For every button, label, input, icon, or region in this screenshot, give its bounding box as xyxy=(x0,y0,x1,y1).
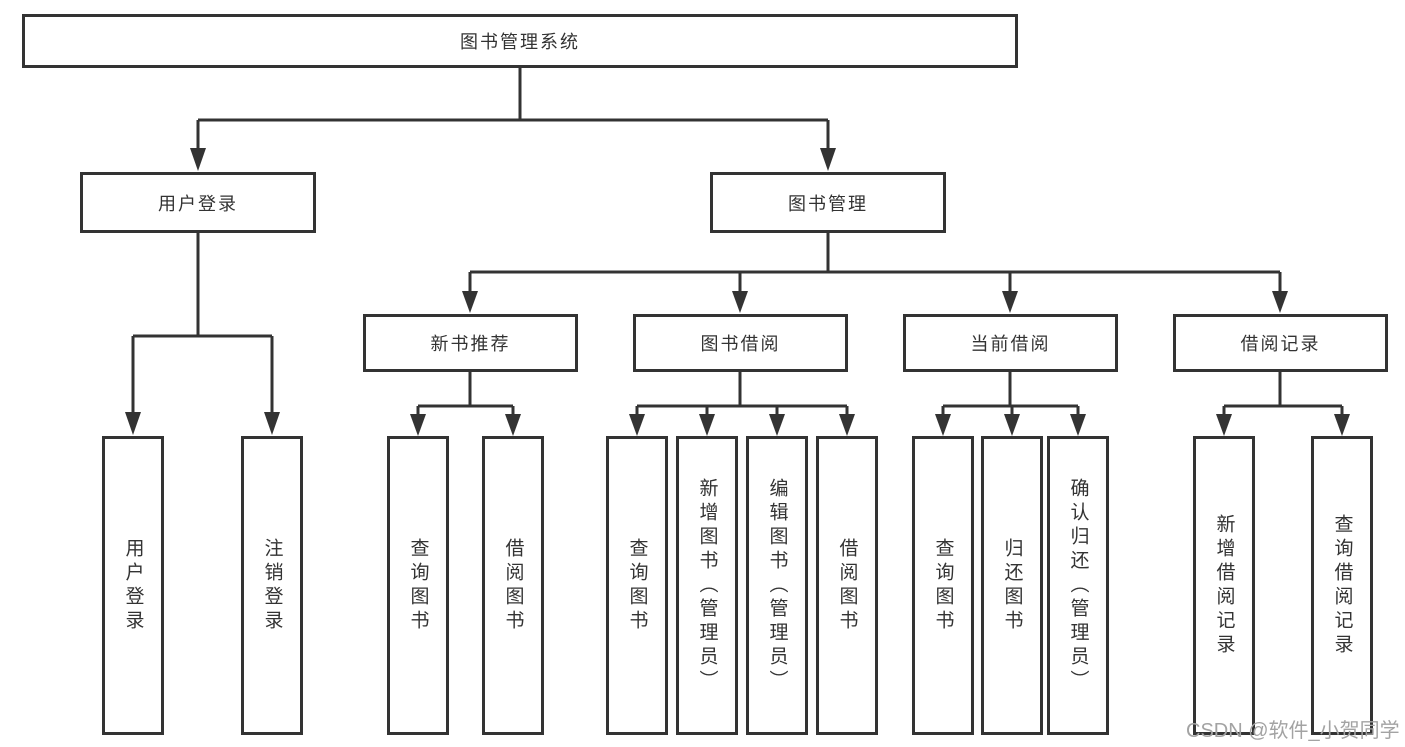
leaf-user-login-label: 用户登录 xyxy=(122,537,144,634)
node-new-book-recommend-label: 新书推荐 xyxy=(430,334,511,354)
leaf-add-borrow-record-label: 新增借阅记录 xyxy=(1213,513,1235,658)
leaf-logout: 注销登录 xyxy=(241,436,303,735)
leaf-borrow-books-recommend-label: 借阅图书 xyxy=(502,537,524,634)
node-root: 图书管理系统 xyxy=(22,14,1018,68)
leaf-edit-books-admin: 编辑图书（管理员） xyxy=(746,436,808,735)
node-current-borrow-label: 当前借阅 xyxy=(970,334,1051,354)
node-current-borrow: 当前借阅 xyxy=(903,314,1118,372)
node-root-label: 图书管理系统 xyxy=(460,32,580,52)
leaf-add-books-admin: 新增图书（管理员） xyxy=(676,436,738,735)
node-book-borrow: 图书借阅 xyxy=(633,314,848,372)
node-new-book-recommend: 新书推荐 xyxy=(363,314,578,372)
leaf-query-books-current: 查询图书 xyxy=(912,436,974,735)
leaf-borrow-books-label: 借阅图书 xyxy=(836,537,858,634)
leaf-query-borrow-record: 查询借阅记录 xyxy=(1311,436,1373,735)
leaf-query-books-recommend: 查询图书 xyxy=(387,436,449,735)
node-book-borrow-label: 图书借阅 xyxy=(700,334,781,354)
node-borrow-records-label: 借阅记录 xyxy=(1240,334,1321,354)
leaf-return-books-label: 归还图书 xyxy=(1001,537,1023,634)
leaf-query-books-current-label: 查询图书 xyxy=(932,537,954,634)
leaf-query-books-borrow-label: 查询图书 xyxy=(626,537,648,634)
leaf-add-books-admin-label: 新增图书（管理员） xyxy=(696,477,718,694)
leaf-add-borrow-record: 新增借阅记录 xyxy=(1193,436,1255,735)
leaf-return-books: 归还图书 xyxy=(981,436,1043,735)
node-user-login-label: 用户登录 xyxy=(158,193,238,214)
leaf-query-books-borrow: 查询图书 xyxy=(606,436,668,735)
node-book-management-label: 图书管理 xyxy=(788,193,868,214)
leaf-confirm-return-admin: 确认归还（管理员） xyxy=(1047,436,1109,735)
node-borrow-records: 借阅记录 xyxy=(1173,314,1388,372)
node-user-login: 用户登录 xyxy=(80,172,316,233)
leaf-query-borrow-record-label: 查询借阅记录 xyxy=(1331,513,1353,658)
leaf-query-books-recommend-label: 查询图书 xyxy=(407,537,429,634)
leaf-logout-label: 注销登录 xyxy=(261,537,283,634)
leaf-user-login: 用户登录 xyxy=(102,436,164,735)
leaf-confirm-return-admin-label: 确认归还（管理员） xyxy=(1067,477,1089,694)
csdn-watermark: CSDN @软件_小贺同学 xyxy=(1186,720,1400,742)
node-book-management: 图书管理 xyxy=(710,172,946,233)
leaf-edit-books-admin-label: 编辑图书（管理员） xyxy=(766,477,788,694)
leaf-borrow-books: 借阅图书 xyxy=(816,436,878,735)
leaf-borrow-books-recommend: 借阅图书 xyxy=(482,436,544,735)
